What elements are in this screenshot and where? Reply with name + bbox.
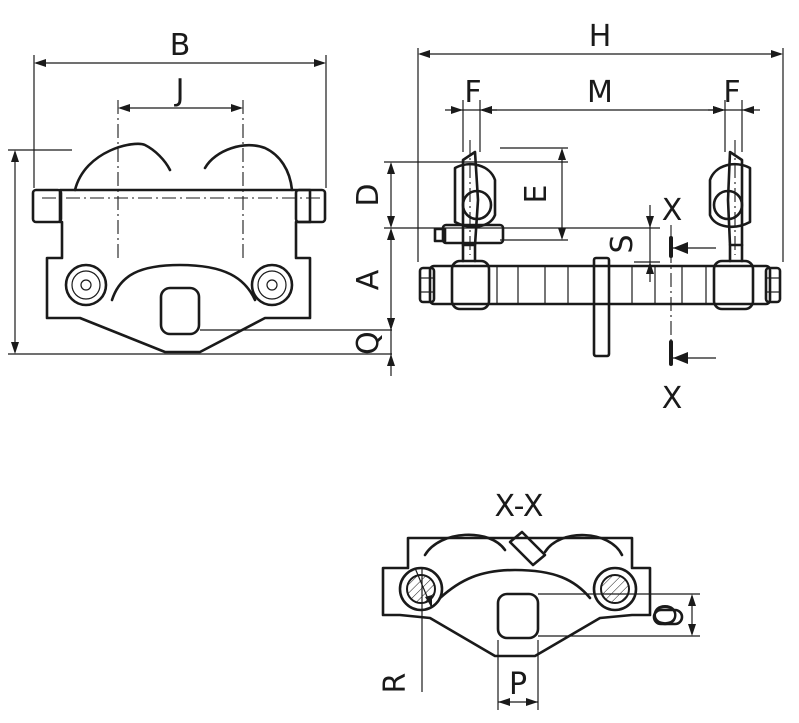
dimension-overall-height <box>11 150 19 354</box>
label-F-right: F <box>723 75 740 110</box>
label-A: A <box>351 269 386 290</box>
dimension-M: M <box>480 75 725 114</box>
label-J: J <box>174 73 185 108</box>
dimension-H: H <box>418 19 783 58</box>
dimension-A: A <box>351 228 395 330</box>
section-view <box>381 530 700 710</box>
dimension-P: P <box>498 667 538 706</box>
label-M: M <box>587 75 613 110</box>
dimension-J: J <box>118 73 243 112</box>
dimension-R: R <box>378 567 432 694</box>
section-title: X-X <box>495 489 544 524</box>
front-view <box>8 55 392 355</box>
bearing-right <box>250 263 294 307</box>
label-S: S <box>605 234 640 253</box>
side-view <box>384 48 784 366</box>
label-Q: Q <box>351 331 386 355</box>
dimension-E: E <box>519 148 566 240</box>
label-E: E <box>519 185 554 204</box>
bearing-left <box>64 263 108 307</box>
dimension-Q: Q <box>351 318 395 376</box>
section-marker-bottom: X <box>662 381 683 416</box>
label-F-left: F <box>464 75 481 110</box>
label-H: H <box>589 19 612 54</box>
label-O: O <box>649 603 684 627</box>
dimension-D: D <box>351 162 395 228</box>
label-P: P <box>509 667 527 702</box>
dimension-B: B <box>34 28 326 67</box>
label-R: R <box>378 673 413 694</box>
dimension-F-right: F <box>708 75 760 114</box>
dimension-S: S <box>605 205 654 282</box>
section-marker-top: X <box>662 193 683 228</box>
label-B: B <box>170 28 191 63</box>
dimension-O: O <box>649 594 696 636</box>
label-D: D <box>351 183 386 206</box>
